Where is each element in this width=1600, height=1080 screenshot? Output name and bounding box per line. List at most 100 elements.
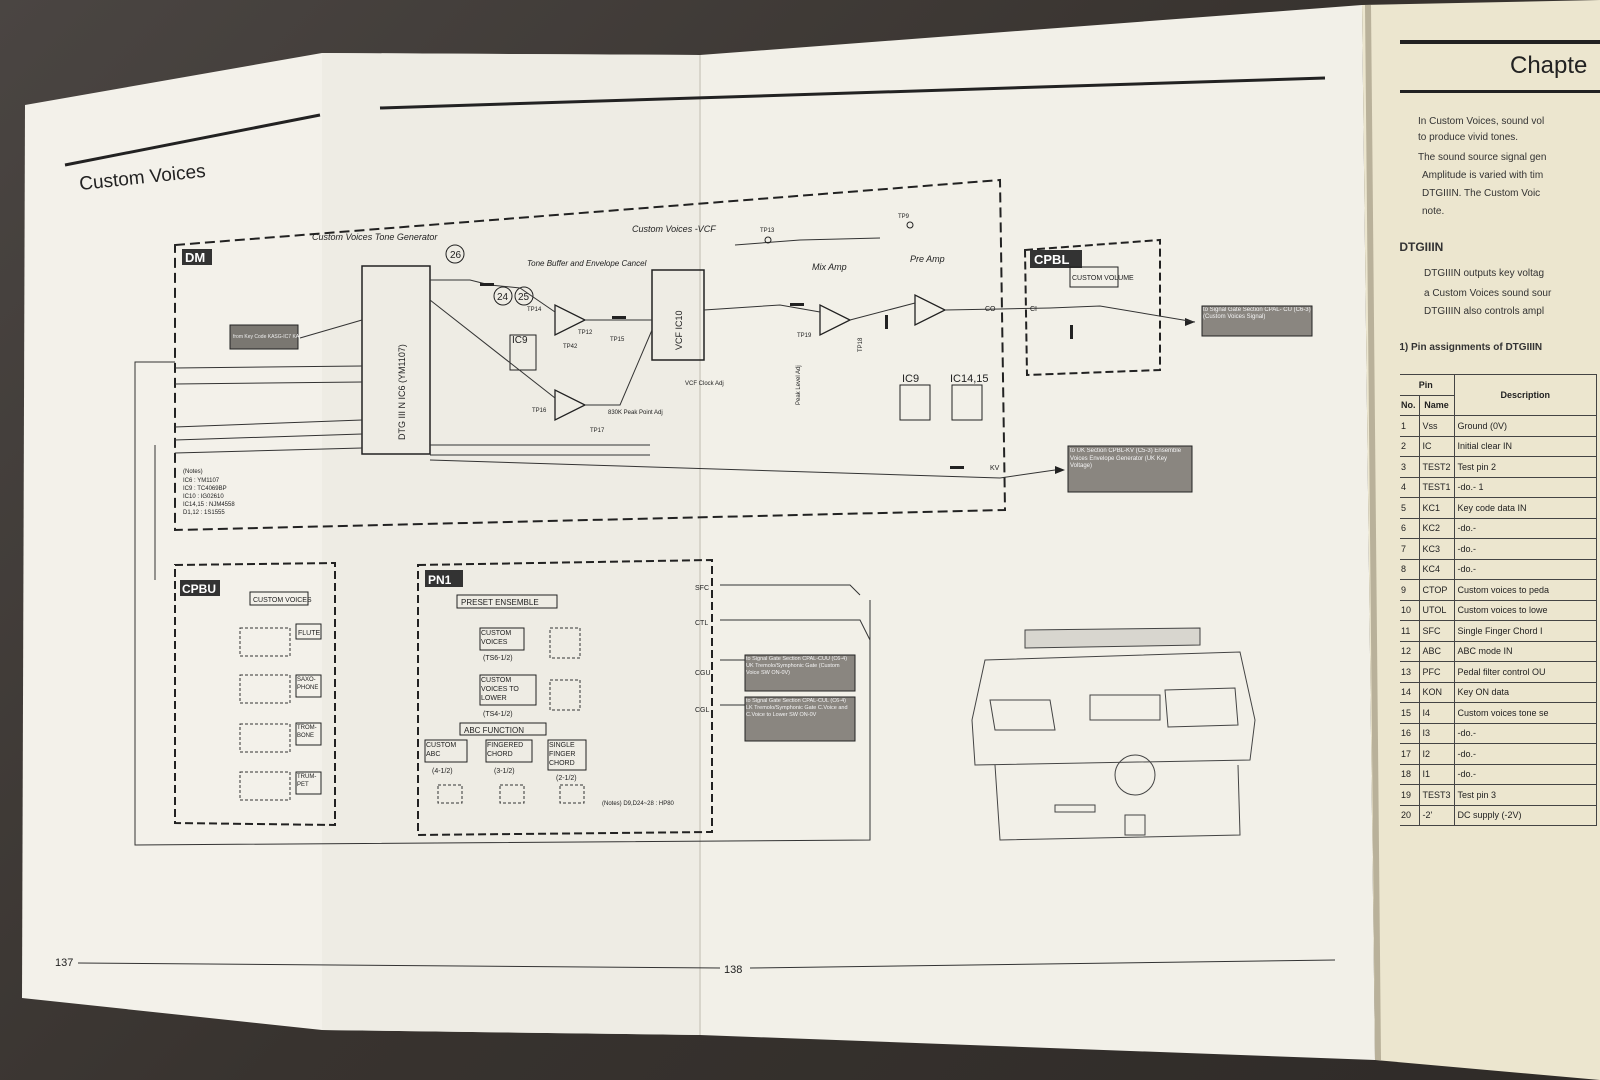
pin-name: PFC [1418, 661, 1455, 683]
sig-kv-label: KV [990, 465, 1000, 472]
fold-page [322, 53, 700, 1035]
peak-level-label: Peak Level Adj [796, 365, 802, 405]
dm-wiring [134, 237, 1196, 846]
signal-gate-cul-label: to Signal Gate Section CPAL-CUL (C6-4) L… [746, 698, 848, 718]
tp18-label: TP18 [858, 337, 864, 352]
pin-name: -2' [1418, 804, 1455, 826]
signal-gate-cuu-label: to Signal Gate Section CPAL-CUU (C6-4) U… [746, 656, 848, 676]
tp15-label: TP15 [610, 337, 625, 343]
circle-26 [445, 244, 465, 264]
pin-name: UTOL [1418, 599, 1455, 621]
tp17-label: TP17 [590, 428, 605, 434]
pin-no: 6 [1400, 517, 1420, 539]
chapter-rule [1400, 40, 1600, 44]
pin-no: 12 [1400, 640, 1420, 662]
pn1-switches [437, 627, 585, 804]
pin-name: I2 [1418, 743, 1455, 765]
ic6-chip [361, 265, 431, 455]
tp19-label: TP19 [797, 333, 812, 339]
pin-desc: Custom voices tone se [1453, 702, 1598, 724]
pn1-notes: (Notes) D9,D24~28 : HP80 [602, 801, 675, 807]
pin-desc: Key ON data [1453, 681, 1598, 703]
center-right-page [700, 5, 1375, 1060]
pin-desc: Ground (0V) [1453, 415, 1598, 437]
section-line: a Custom Voices sound sour [1424, 288, 1552, 299]
flute-label: FLUTE [298, 630, 321, 637]
single-finger-box [547, 739, 587, 771]
custom-volume-box [1069, 266, 1119, 288]
table-row: 20-2'DC supply (-2V) [1400, 804, 1598, 826]
cpbl-block-border [1023, 238, 1161, 377]
pin-name: KC4 [1418, 558, 1455, 580]
cpbu-tag [180, 580, 220, 596]
chapter-title: Chapte [1510, 52, 1588, 79]
signal-gate-cu-label: to Signal Gate Section CPAL- CU (C6-3) (… [1203, 307, 1311, 320]
pin-name: KON [1418, 681, 1455, 703]
pin-desc: ABC mode IN [1453, 640, 1598, 662]
pin-header: Pin [1400, 374, 1455, 396]
page-gutter [1365, 4, 1381, 1061]
trombone-button [295, 722, 322, 746]
pin-no: 20 [1400, 804, 1420, 826]
tp13-marker [764, 236, 772, 244]
trombone-label: TROM-BONE [297, 725, 317, 739]
opamp-ic15-2 [914, 293, 947, 327]
cpbl-tag [1030, 250, 1082, 268]
custom-abc-label: CUSTOM ABC [426, 742, 457, 758]
single-switch: (2-1/2) [556, 775, 577, 782]
pin-no: 5 [1400, 497, 1420, 519]
cpbu-switches [239, 627, 291, 801]
sig-ci-label: CI [1030, 306, 1037, 313]
signal-gate-cu-box [1201, 305, 1313, 337]
to-lower-label: CUSTOM VOICES TO LOWER [481, 677, 519, 702]
pin-no: 11 [1400, 620, 1420, 642]
flute-button [295, 623, 322, 640]
pin-no: 16 [1400, 722, 1420, 744]
pin-name: KC3 [1418, 538, 1455, 560]
section-line: DTGIIIN outputs key voltag [1424, 268, 1545, 279]
ic6-label: DTG III N IC6 (YM1107) [397, 344, 407, 440]
tp9-label: TP9 [898, 214, 910, 220]
from-key-code-label: from Key Code KASG-IC7 KASB IC8 [233, 334, 315, 340]
heading-tone-buffer: Tone Buffer and Envelope Cancel [527, 259, 647, 268]
intro-line: to produce vivid tones. [1418, 132, 1519, 143]
cpbl-label: CPBL [1034, 252, 1069, 267]
vcf-clock-label: VCF Clock Adj [685, 381, 724, 387]
ts6-label: (TS6-1/2) [483, 655, 513, 662]
fingered-switch: (3-1/2) [494, 768, 515, 775]
from-key-code-box [229, 324, 299, 350]
pin-no: 1 [1400, 415, 1420, 437]
ic9-label-a: IC9 [512, 335, 528, 346]
pin-name: I4 [1418, 702, 1455, 724]
desc-header: Description [1453, 374, 1598, 416]
cpbu-label: CPBU [182, 582, 216, 596]
pin-desc: Pedal filter control OU [1453, 661, 1598, 683]
ic9-box-a [509, 334, 537, 371]
intro-line: In Custom Voices, sound vol [1418, 116, 1545, 127]
intro-line: DTGIIIN. The Custom Voic [1422, 188, 1541, 199]
sig-ctl: CTL [695, 620, 708, 627]
circle-25-label: 25 [518, 292, 530, 303]
opamp-ic14-1 [554, 303, 587, 337]
pin-name: CTOP [1418, 579, 1455, 601]
pn1-tag [425, 570, 463, 587]
pn1-block-border [417, 558, 713, 837]
uk-section-box [1067, 445, 1193, 493]
ic14-15-label: IC14,15 [950, 373, 989, 385]
fingered-label: FINGERED CHORD [487, 742, 524, 758]
pin-desc: Custom voices to lowe [1453, 599, 1598, 621]
pin-no: 4 [1400, 476, 1420, 498]
notes-line: IC14,15 : NJM4558 [183, 502, 235, 508]
pn1-label: PN1 [428, 573, 452, 587]
cpbu-title: CUSTOM VOICES [253, 597, 312, 604]
